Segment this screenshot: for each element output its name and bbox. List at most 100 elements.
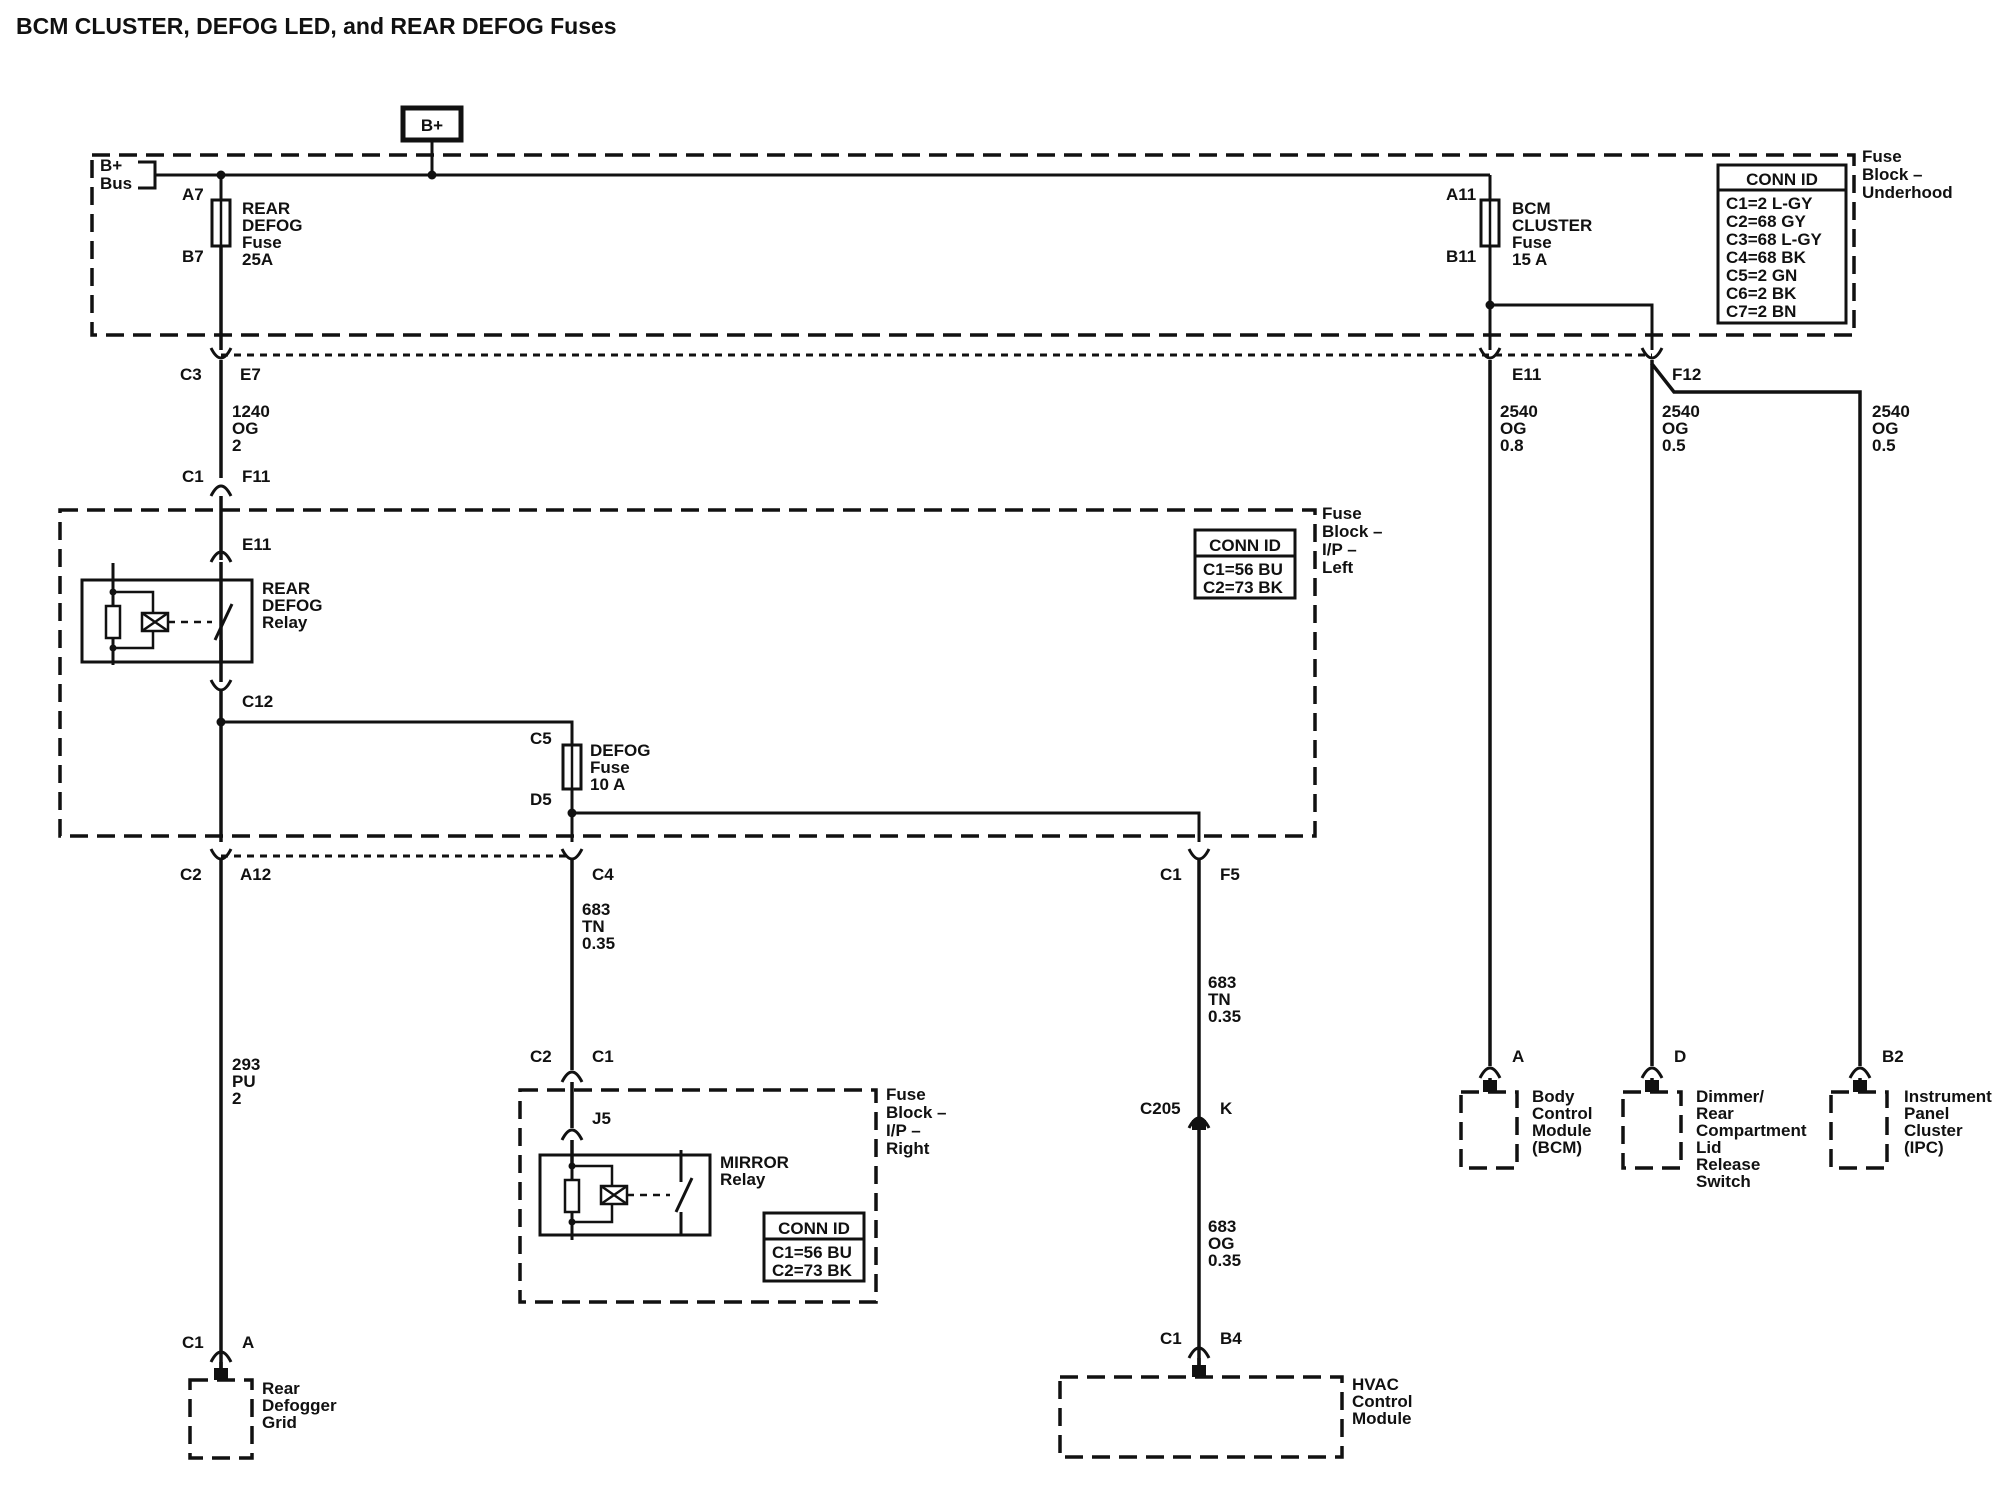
svg-text:293: 293 [232, 1055, 260, 1074]
svg-text:(IPC): (IPC) [1904, 1138, 1944, 1157]
svg-text:I/P –: I/P – [1322, 540, 1357, 559]
svg-text:C1=56 BU: C1=56 BU [1203, 560, 1283, 579]
svg-text:C1=56 BU: C1=56 BU [772, 1243, 852, 1262]
svg-text:683: 683 [1208, 973, 1236, 992]
label-b2-ipc: B2 [1882, 1047, 1904, 1066]
svg-text:Relay: Relay [262, 613, 308, 632]
svg-text:REAR: REAR [242, 199, 290, 218]
wire-293-label: 293 PU 2 [232, 1055, 260, 1108]
svg-text:C2=68 GY: C2=68 GY [1726, 212, 1807, 231]
connector-ipc-b2 [1848, 1066, 1872, 1079]
bcm-box [1459, 1090, 1519, 1170]
bcm-cluster-fuse-label: BCM CLUSTER Fuse 15 A [1512, 199, 1592, 269]
svg-text:Fuse: Fuse [886, 1085, 926, 1104]
svg-text:C7=2 BN: C7=2 BN [1726, 302, 1796, 321]
svg-text:Rear: Rear [262, 1379, 300, 1398]
conn-id-ip-right: CONN ID C1=56 BU C2=73 BK [762, 1211, 866, 1283]
svg-text:C5=2 GN: C5=2 GN [1726, 266, 1797, 285]
svg-text:C2=73 BK: C2=73 BK [772, 1261, 853, 1280]
svg-text:0.8: 0.8 [1500, 436, 1524, 455]
svg-text:Defogger: Defogger [262, 1396, 337, 1415]
svg-text:C6=2 BK: C6=2 BK [1726, 284, 1797, 303]
pin-a7: A7 [182, 185, 204, 204]
svg-text:10 A: 10 A [590, 775, 625, 794]
svg-text:Bus: Bus [100, 174, 132, 193]
connector-f11 [209, 484, 233, 497]
svg-text:Relay: Relay [720, 1170, 766, 1189]
label-a-grid: A [242, 1333, 254, 1352]
svg-text:REAR: REAR [262, 579, 310, 598]
svg-text:1240: 1240 [232, 402, 270, 421]
conn-id-underhood: CONN ID C1=2 L-GY C2=68 GY C3=68 L-GY C4… [1716, 163, 1848, 325]
connector-c205 [1187, 1116, 1211, 1129]
ipc-box [1829, 1090, 1889, 1170]
svg-text:15 A: 15 A [1512, 250, 1547, 269]
svg-text:Release: Release [1696, 1155, 1760, 1174]
connector-grid-a [209, 1350, 233, 1363]
svg-text:OG: OG [232, 419, 258, 438]
svg-text:0.35: 0.35 [1208, 1007, 1241, 1026]
fuse-block-underhood-label: Fuse Block – Underhood [1862, 147, 1953, 202]
svg-text:Right: Right [886, 1139, 930, 1158]
label-j5: J5 [592, 1109, 611, 1128]
label-f12: F12 [1672, 365, 1701, 384]
svg-text:Panel: Panel [1904, 1104, 1949, 1123]
label-c205: C205 [1140, 1099, 1181, 1118]
pin-a11: A11 [1446, 185, 1476, 204]
rear-defog-fuse-label: REAR DEFOG Fuse 25A [242, 199, 302, 269]
svg-text:DEFOG: DEFOG [242, 216, 302, 235]
svg-text:Switch: Switch [1696, 1172, 1751, 1191]
connector-e7 [209, 347, 233, 360]
svg-text:DEFOG: DEFOG [262, 596, 322, 615]
svg-text:Module: Module [1532, 1121, 1592, 1140]
svg-text:Dimmer/: Dimmer/ [1696, 1087, 1764, 1106]
mirror-relay [538, 1150, 712, 1240]
svg-text:PU: PU [232, 1072, 256, 1091]
svg-text:TN: TN [582, 917, 605, 936]
wire-2540-c-label: 2540 OG 0.5 [1872, 402, 1910, 455]
svg-text:I/P –: I/P – [886, 1121, 921, 1140]
svg-text:2540: 2540 [1500, 402, 1538, 421]
battery-label: B+ [421, 116, 443, 135]
pin-b7: B7 [182, 247, 204, 266]
label-e11-right: E11 [1512, 365, 1541, 384]
fuse-block-underhood-outline [90, 153, 1856, 337]
ipc-label: Instrument Panel Cluster (IPC) [1904, 1087, 1992, 1157]
svg-text:C2=73 BK: C2=73 BK [1203, 578, 1284, 597]
svg-text:2: 2 [232, 1089, 241, 1108]
label-a12: A12 [240, 865, 271, 884]
svg-text:OG: OG [1208, 1234, 1234, 1253]
dimmer-switch-box [1621, 1090, 1683, 1170]
dimmer-switch-label: Dimmer/ Rear Compartment Lid Release Swi… [1696, 1087, 1807, 1191]
connector-j5 [560, 1128, 584, 1141]
pin-d5: D5 [530, 790, 552, 809]
bcm-label: Body Control Module (BCM) [1532, 1087, 1592, 1157]
svg-text:Fuse: Fuse [1862, 147, 1902, 166]
hvac-control-module-label: HVAC Control Module [1352, 1375, 1412, 1428]
label-e7: E7 [240, 365, 261, 384]
svg-text:0.35: 0.35 [582, 934, 615, 953]
svg-text:C3=68 L-GY: C3=68 L-GY [1726, 230, 1823, 249]
svg-text:Lid: Lid [1696, 1138, 1722, 1157]
connector-b4 [1187, 1346, 1211, 1359]
svg-text:25A: 25A [242, 250, 273, 269]
label-c2-mirror: C2 [530, 1047, 552, 1066]
label-a-bcm: A [1512, 1047, 1524, 1066]
label-c2-a12: C2 [180, 865, 202, 884]
rear-defog-relay [80, 563, 254, 665]
svg-text:BCM: BCM [1512, 199, 1551, 218]
rear-defogger-grid-box [188, 1378, 254, 1460]
svg-text:2540: 2540 [1872, 402, 1910, 421]
hvac-control-module-box [1058, 1375, 1344, 1459]
svg-text:Rear: Rear [1696, 1104, 1734, 1123]
svg-text:683: 683 [1208, 1217, 1236, 1236]
svg-text:Compartment: Compartment [1696, 1121, 1807, 1140]
bplus-bus-label: B+ Bus [100, 156, 132, 193]
wire-2540-ipc [1650, 360, 1862, 1066]
diagram-title: BCM CLUSTER, DEFOG LED, and REAR DEFOG F… [16, 13, 617, 39]
fuse-block-ip-right-label: Fuse Block – I/P – Right [886, 1085, 946, 1158]
svg-text:CLUSTER: CLUSTER [1512, 216, 1592, 235]
connector-mirror-c1 [560, 1070, 584, 1083]
label-k: K [1220, 1099, 1233, 1118]
label-c3: C3 [180, 365, 202, 384]
